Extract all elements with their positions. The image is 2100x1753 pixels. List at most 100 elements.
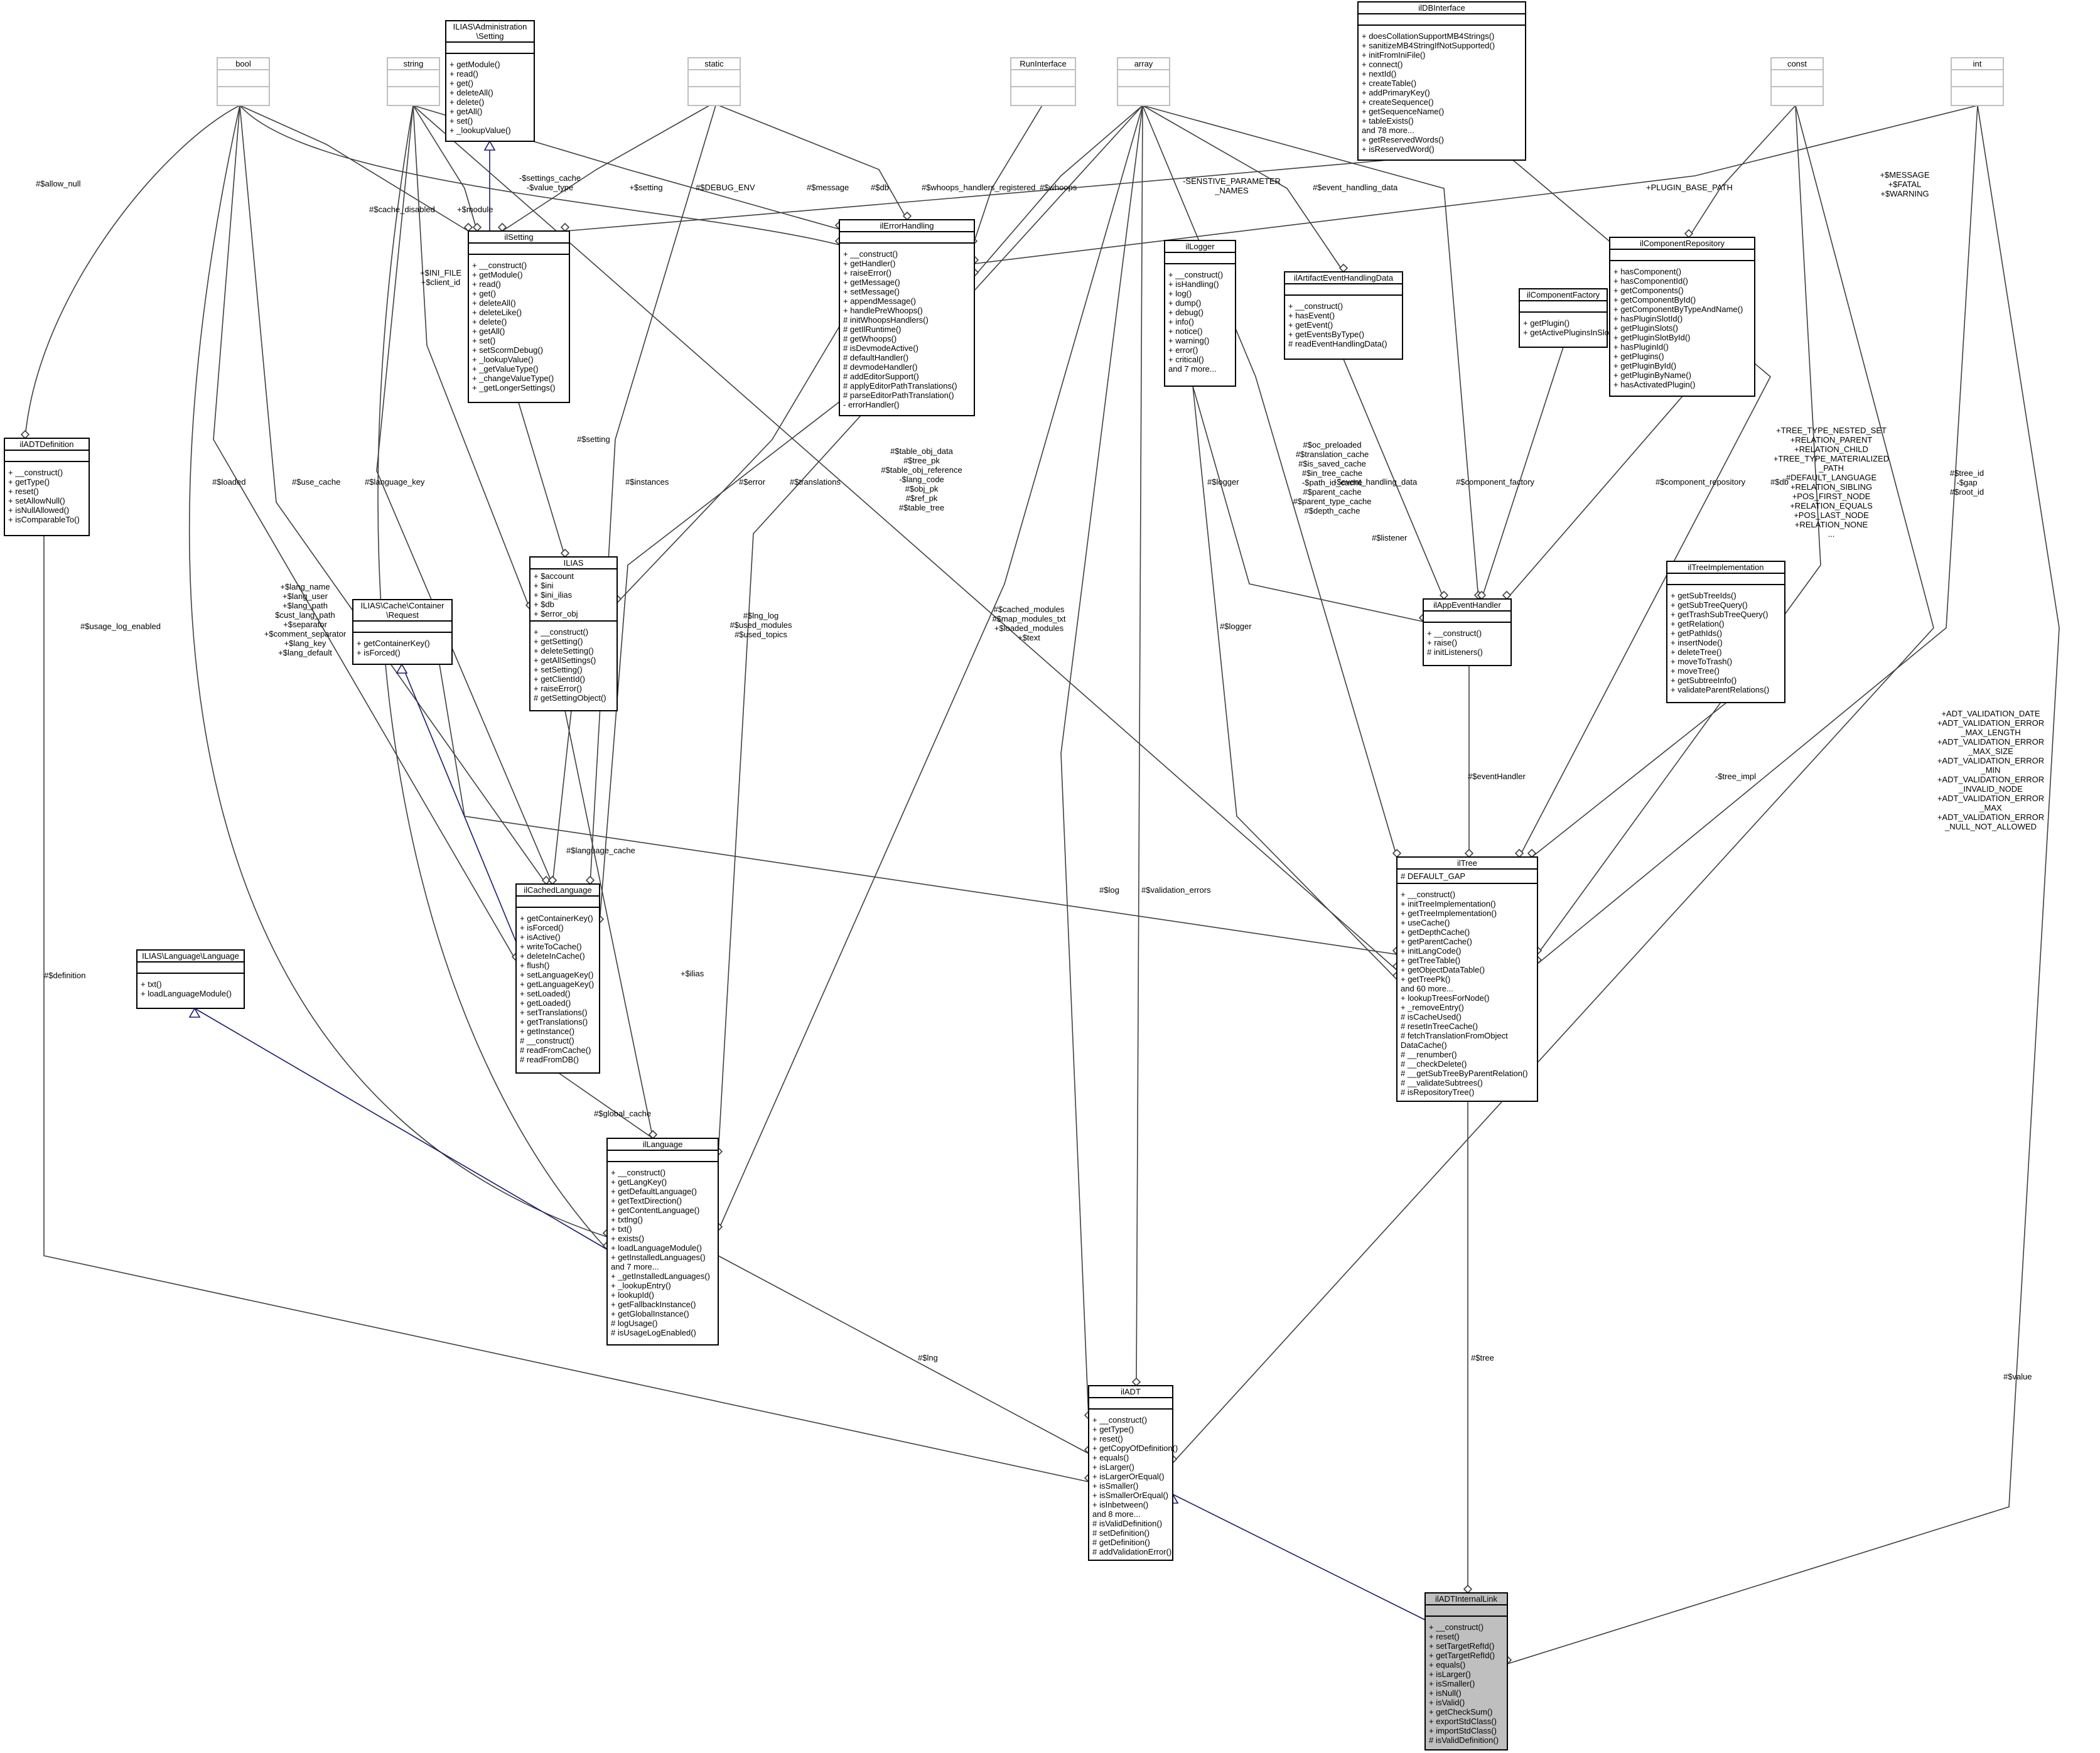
class-frame (1117, 57, 1170, 106)
edge-label-line: #$oc_preloaded (1303, 440, 1361, 450)
class-ilerrorhandling[interactable]: ilErrorHandling+ __construct()+ getHandl… (839, 219, 975, 416)
class-member: + deleteSetting() (534, 646, 594, 655)
class-member: + txtlng() (611, 1215, 643, 1224)
relation-edge (213, 105, 517, 961)
class-name: ilADT (1121, 1387, 1141, 1396)
relation-edge (1192, 386, 1397, 980)
class-name: \Request (386, 610, 419, 620)
class-iltreeimpl[interactable]: ilTreeImplementation+ getSubTreeIds()+ g… (1666, 561, 1785, 703)
class-member: + __construct() (1092, 1415, 1147, 1425)
class-language[interactable]: ILIAS\Language\Language+ txt()+ loadLang… (136, 949, 245, 1009)
class-member: + getAllSettings() (534, 655, 596, 665)
class-member: + reset() (1092, 1434, 1123, 1443)
class-name: ilComponentRepository (1640, 239, 1725, 248)
relation-edge (194, 1008, 608, 1250)
class-ilias[interactable]: ILIAS+ $account+ $ini+ $ini_ilias+ $db+ … (529, 556, 618, 711)
class-runinterface[interactable]: RunInterface (1010, 57, 1076, 106)
class-member: + writeToCache() (520, 942, 582, 951)
edge-label-instances: #$instances (625, 477, 669, 487)
edge-label-translations: #$translations (790, 477, 841, 487)
class-member: # fetchTranslationFromObject (1401, 1031, 1508, 1040)
edge-label-language-cache: #$language_cache (566, 846, 635, 855)
edge-label-line: #$logger (1220, 622, 1252, 631)
relation-edge (552, 710, 572, 885)
class-name: static (704, 59, 724, 68)
class-member: # getDefinition() (1092, 1538, 1150, 1547)
edge-label-line: +$FATAL (1888, 180, 1922, 189)
class-member: + getFallbackInstance() (611, 1300, 696, 1309)
class-const[interactable]: const (1770, 57, 1824, 106)
class-int[interactable]: int (1951, 57, 2004, 106)
class-iladtdefinition[interactable]: ilADTDefinition+ __construct()+ getType(… (4, 438, 90, 536)
class-illanguage[interactable]: ilLanguage+ __construct()+ getLangKey()+… (606, 1138, 719, 1346)
class-member: # getWhoops() (843, 334, 897, 343)
edge-label-line: _NULL_NOT_ALLOWED (1944, 822, 2037, 831)
edge-label-line: #$component_factory (1456, 477, 1535, 487)
class-name: ilTreeImplementation (1688, 563, 1764, 572)
edge-label-line: #$validation_errors (1141, 885, 1211, 895)
class-string[interactable]: string (387, 57, 440, 106)
edge-label-line: +$separator (283, 620, 327, 629)
class-member: # isRepositoryTree() (1401, 1087, 1474, 1097)
class-ilcomponentrepository[interactable]: ilComponentRepository+ hasComponent()+ h… (1609, 237, 1755, 397)
class-member: # applyEditorPathTranslations() (843, 381, 957, 391)
edge-label-line: +PLUGIN_BASE_PATH (1646, 183, 1733, 192)
class-static[interactable]: static (687, 57, 741, 106)
class-ilcomponentfactory[interactable]: ilComponentFactory+ getPlugin()+ getActi… (1519, 288, 1617, 348)
class-member: + getTextDirection() (611, 1196, 682, 1206)
class-ilartifact[interactable]: ilArtifactEventHandlingData+ __construct… (1284, 271, 1403, 360)
relation-edge (1507, 105, 2060, 1664)
class-member: + setLoaded() (520, 989, 571, 998)
class-illogger[interactable]: ilLogger+ __construct()+ isHandling()+ l… (1164, 240, 1236, 387)
class-frame (1423, 598, 1512, 666)
class-member: + getDepthCache() (1401, 927, 1470, 937)
inheritance-arrowhead (396, 663, 408, 674)
class-member: + read() (472, 279, 501, 289)
class-ilsetting[interactable]: ilSetting+ __construct()+ getModule()+ r… (468, 230, 570, 403)
edge-label-line: +$client_id (421, 278, 461, 287)
edge-label-line: #$global_cache (594, 1109, 651, 1118)
class-member: + getModule() (450, 60, 500, 69)
class-bool[interactable]: bool (217, 57, 270, 106)
class-member: + __construct() (1401, 890, 1455, 899)
class-iladt[interactable]: ilADT+ __construct()+ getType()+ reset()… (1088, 1385, 1178, 1561)
class-member: + isHandling() (1168, 279, 1219, 289)
class-member: + getPluginSlotById() (1613, 333, 1690, 342)
edge-label-line: #$db (1770, 477, 1789, 487)
class-cacherequest[interactable]: ILIAS\Cache\Container\Request+ getContai… (352, 599, 453, 665)
edge-label-line: #$translation_cache (1296, 450, 1369, 459)
relation-edge (718, 105, 1143, 1231)
class-member: + createTable() (1362, 78, 1416, 88)
edge-label-line: +$INI_FILE (420, 268, 461, 278)
edge-label-whoops-reg: #$whoops_handlers_registered (922, 183, 1035, 192)
relation-edge (617, 326, 840, 603)
class-frame (1357, 1, 1526, 161)
edge-label-log: #$log (1099, 885, 1119, 895)
relation-edge (1142, 105, 1344, 272)
class-frame (839, 219, 975, 416)
edge-label-logger2: #$logger (1220, 622, 1252, 631)
edge-label-line: +ADT_VALIDATION_DATE (1941, 709, 2040, 718)
class-member: + isLarger() (1429, 1669, 1471, 1679)
class-array[interactable]: array (1117, 57, 1170, 106)
edge-label-line: +ADT_VALIDATION_ERROR (1937, 794, 2044, 803)
class-member: + getAll() (450, 107, 482, 116)
edge-label-line: #$ref_pk (906, 494, 938, 503)
class-iltree[interactable]: ilTree# DEFAULT_GAP+ __construct()+ init… (1396, 856, 1538, 1102)
edge-label-line: #$loaded (212, 477, 246, 487)
edge-label-logger1: #$logger (1207, 477, 1239, 487)
class-setting_admin[interactable]: ILIAS\Administration\Setting+ getModule(… (445, 20, 535, 142)
class-ilcachedlanguage[interactable]: ilCachedLanguage+ getContainerKey()+ isF… (515, 883, 600, 1074)
edge-label-loaded: #$loaded (212, 477, 246, 487)
class-ildbinterface[interactable]: ilDBInterface+ doesCollationSupportMB4St… (1357, 1, 1526, 161)
class-frame (687, 57, 741, 106)
class-iladtinternallink[interactable]: ilADTInternalLink+ __construct()+ reset(… (1424, 1592, 1508, 1750)
class-frame (606, 1138, 719, 1346)
relation-edge (377, 105, 608, 1250)
class-frame (1010, 57, 1076, 106)
class-member: # __validateSubtrees() (1401, 1078, 1483, 1087)
edge-label-lang-name: +$lang_name+$lang_user+$lang_path$cust_l… (264, 582, 347, 657)
edge-label-language-key: #$language_key (365, 477, 425, 487)
class-ilappeventhandler[interactable]: ilAppEventHandler+ __construct()+ raise(… (1423, 598, 1512, 666)
relation-edge (718, 105, 908, 220)
